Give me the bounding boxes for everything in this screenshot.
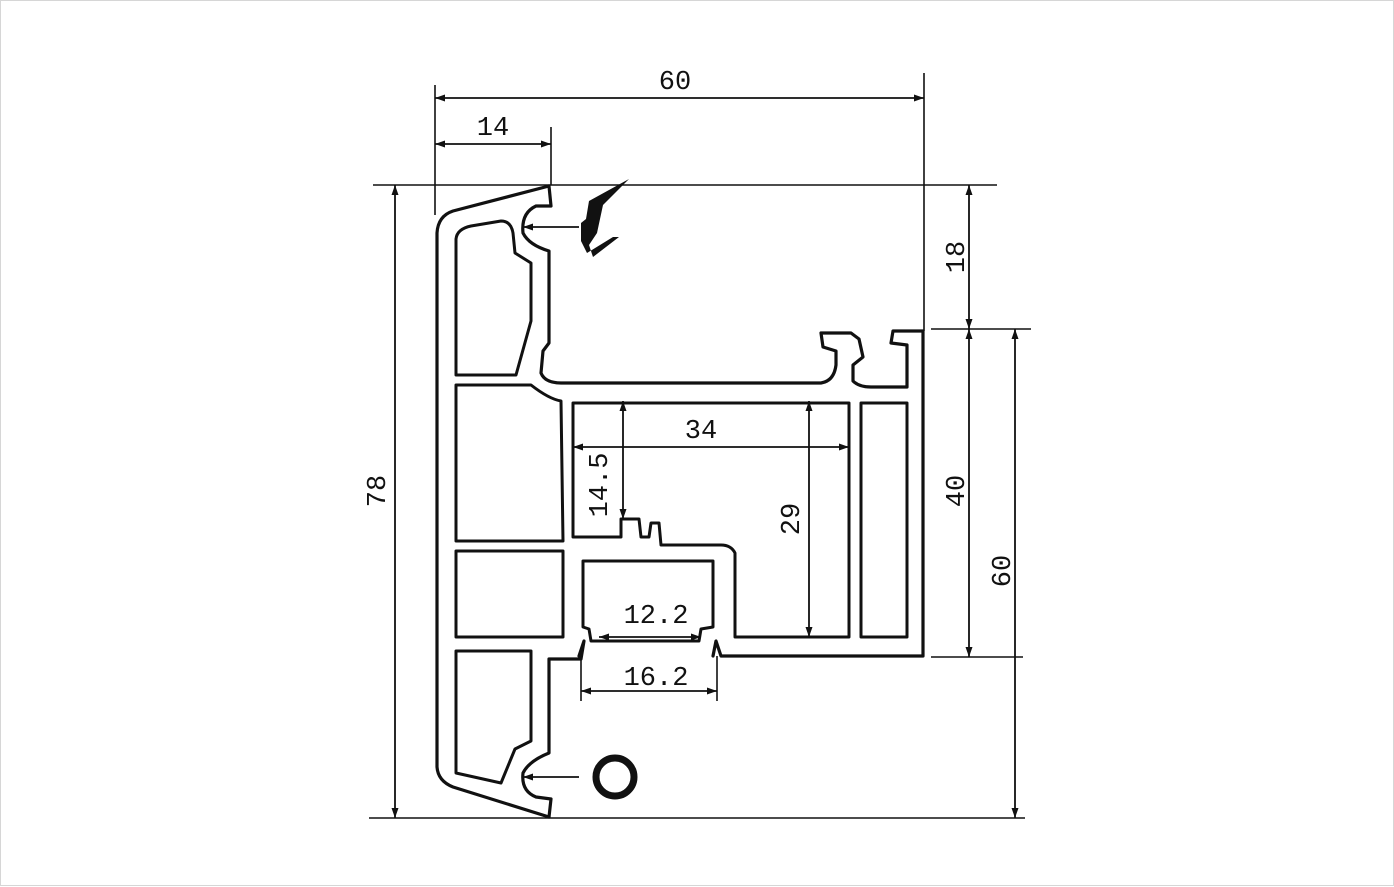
dim-sash-lip: 14 xyxy=(477,114,509,144)
top-gasket-icon xyxy=(523,179,629,257)
dim-rebate-depth: 40 xyxy=(943,475,973,507)
bottom-gasket-icon xyxy=(523,754,638,800)
dim-overall-width: 60 xyxy=(659,68,691,98)
dim-overall-height: 78 xyxy=(364,475,394,507)
extension-lines xyxy=(369,73,1031,819)
dim-groove-depth: 14.5 xyxy=(586,453,616,518)
dim-slot-inner: 12.2 xyxy=(624,602,689,632)
dim-top-offset: 18 xyxy=(943,241,973,273)
dim-slot-outer: 16.2 xyxy=(624,664,689,694)
dim-frame-height: 60 xyxy=(989,555,1019,587)
dimension-labels: 60 14 78 18 40 60 34 29 14.5 12.2 16.2 xyxy=(364,68,1019,694)
profile-outline xyxy=(435,184,925,819)
dimension-lines xyxy=(391,94,1019,818)
dim-chamber-width: 34 xyxy=(685,417,717,447)
dim-chamber-depth: 29 xyxy=(778,503,808,535)
profile-chambers xyxy=(454,219,909,785)
